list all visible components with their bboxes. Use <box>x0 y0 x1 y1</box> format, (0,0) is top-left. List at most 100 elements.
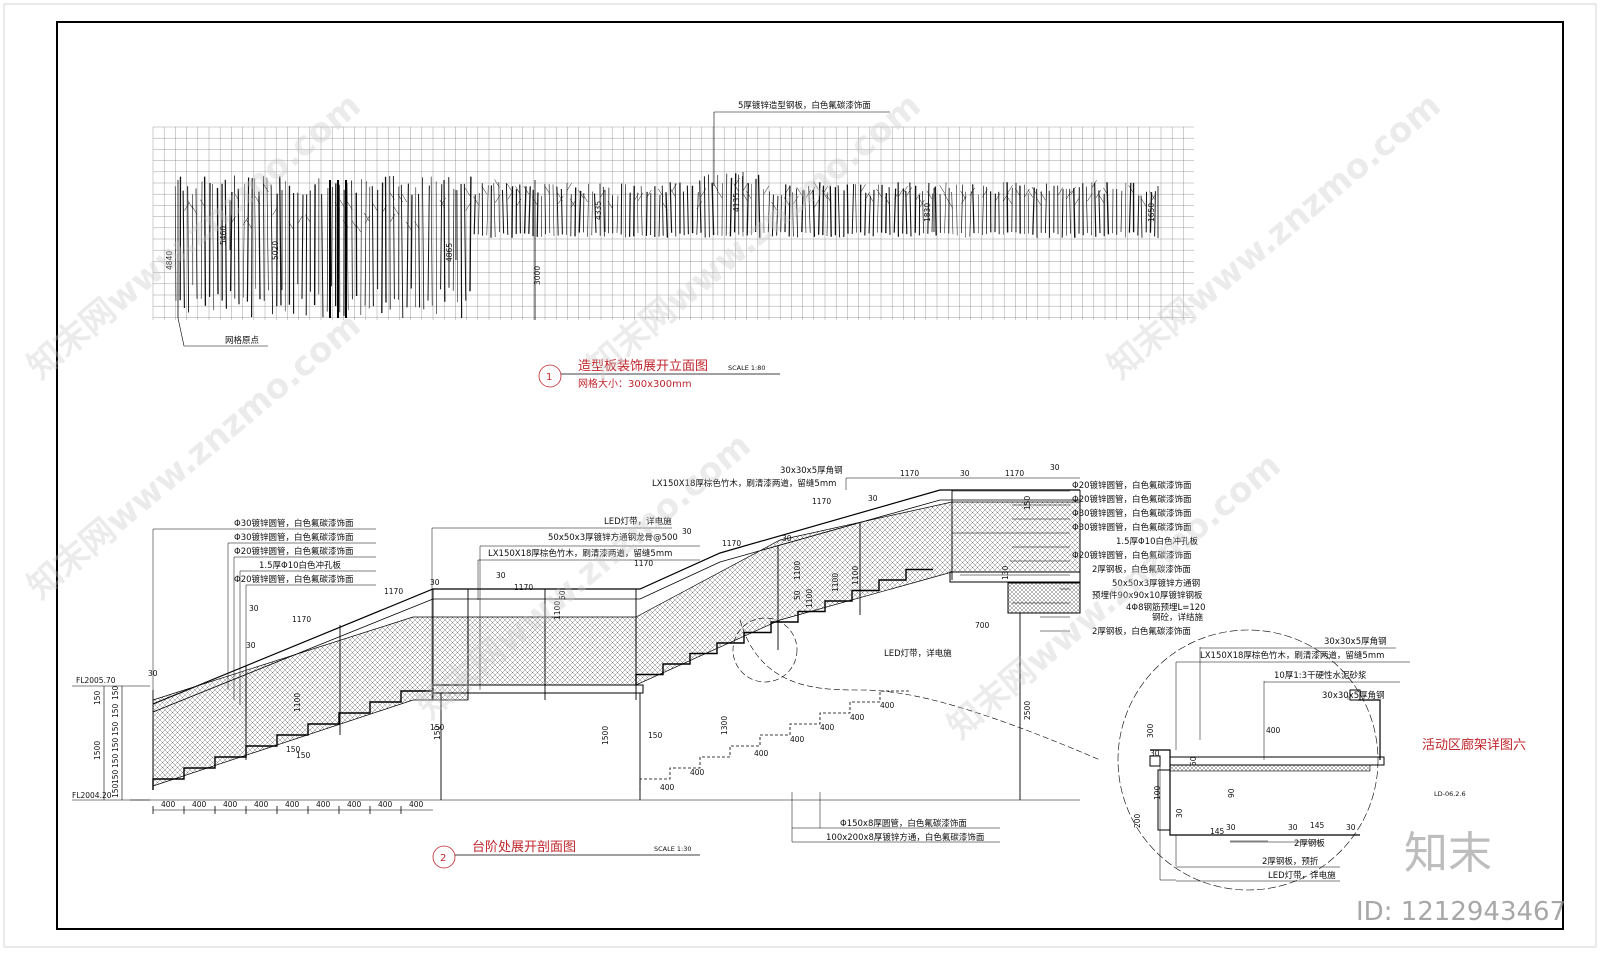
bottom-dim-label: 400 <box>223 800 238 809</box>
detail-dim-label: 400 <box>1266 726 1281 735</box>
elev-dim-9: 1650 <box>1147 203 1156 222</box>
bottom-dim-label: 400 <box>378 800 393 809</box>
left-vdim-label: 150 <box>111 721 120 736</box>
detail-dim-label: 145 <box>1310 821 1325 830</box>
elev-dim-5: 3000 <box>533 266 542 285</box>
drawing-2-title: 台阶处展开剖面图 <box>472 840 576 855</box>
brand-logo: 知末 <box>1404 828 1492 879</box>
left-vdim-label: 150 <box>93 690 102 705</box>
misc-dim-label: 1100 <box>793 561 802 580</box>
bottom-dim-label: 400 <box>254 800 269 809</box>
misc-dim-label: 150 <box>648 731 663 740</box>
elev-dim-3: 5020 <box>271 241 280 260</box>
detail-label-2: LX150X18厚棕色竹木，刷清漆两道，留缝5mm <box>1200 650 1384 661</box>
label-right-1: Φ20镀锌圆管，白色氟碳漆饰面 <box>1072 480 1192 491</box>
detail-mortar <box>1170 765 1370 771</box>
left-vdim-label: 150 <box>111 769 120 784</box>
misc-dim-label: 400 <box>880 701 895 710</box>
label-led-strip: LED灯带，详电施 <box>884 648 952 659</box>
elev-dim-7: 4135 <box>732 193 741 212</box>
detail-deck <box>1170 757 1384 765</box>
drawing-2-number: 2 <box>440 853 446 864</box>
label-bottom-2: 100x200x8厚镀锌方通，白色氟碳漆饰面 <box>826 832 985 843</box>
grid-origin-label: 网格原点 <box>225 335 260 346</box>
misc-dim-label: 30 <box>682 527 692 536</box>
bottom-dim-label: 400 <box>409 800 424 809</box>
misc-dim-label: 1170 <box>812 497 831 506</box>
misc-dim-label: 1170 <box>900 469 919 478</box>
misc-dim-label: 1170 <box>1005 469 1024 478</box>
misc-dim-label: 1170 <box>292 615 311 624</box>
label-right-2: Φ20镀锌圆管，白色氟碳漆饰面 <box>1072 494 1192 505</box>
detail-label-1: 30x30x5厚角钢 <box>1324 636 1387 647</box>
misc-dim-label: 30 <box>496 571 506 580</box>
detail-dim-label: 100 <box>1153 785 1162 800</box>
detail-dim-label: 30 <box>1226 823 1236 832</box>
left-vdim-label: 150 <box>111 703 120 718</box>
label-right-11: 钢砼，详结施 <box>1152 612 1204 623</box>
detail-dim-label: 145 <box>1210 827 1225 836</box>
watermark: 知末网www.znzmo.com <box>1100 85 1449 387</box>
steel-panel-label: 5厚镀锌造型钢板，白色氟碳漆饰面 <box>738 100 871 111</box>
upper-slab <box>950 572 1080 582</box>
misc-dim-label: 30 <box>782 534 792 543</box>
bottom-dim-label: 400 <box>161 800 176 809</box>
brand-id: ID: 1212943467 <box>1356 897 1566 927</box>
misc-dim-label: 30 <box>960 469 970 478</box>
label-top-angle: 30x30x5厚角钢 <box>780 465 843 476</box>
misc-dim-label: 1100 <box>851 566 860 585</box>
elev-dim-6: 4335 <box>594 201 603 220</box>
bottom-dim-chain: 400 400 400 400 400 400 400 400 400 <box>153 800 424 814</box>
left-vdim-label: 1500 <box>93 741 102 760</box>
label-right-3: Φ30镀锌圆管，白色氟碳漆饰面 <box>1072 508 1192 519</box>
detail-label-6: 2厚钢板，预折 <box>1262 856 1319 867</box>
watermark: 知末网www.znzmo.com <box>580 85 929 387</box>
detail-ref: LD-06.2.6 <box>1434 790 1466 798</box>
detail-angle-2 <box>1358 700 1380 760</box>
misc-dim-label: 130 <box>1001 565 1010 580</box>
stair-steps-dashed <box>640 691 910 790</box>
misc-dim-label: 150 <box>286 745 301 754</box>
detail-angle-1 <box>1150 750 1360 835</box>
drawing-1-grid-note: 网格大小：300x300mm <box>578 377 692 390</box>
drawing-1-number: 1 <box>546 372 552 383</box>
misc-dim-label: 1100 <box>831 573 840 592</box>
bottom-dim-label: 400 <box>347 800 362 809</box>
misc-dim-label: 1500 <box>601 726 610 745</box>
detail-dim-label: 200 <box>1133 813 1142 828</box>
misc-dim-label: 30 <box>868 494 878 503</box>
bottom-dim-label: 400 <box>192 800 207 809</box>
left-vdim-label: 150 <box>111 685 120 700</box>
detail-dim-label: 90 <box>1227 788 1236 798</box>
detail-dim-label: 50 <box>1189 756 1198 766</box>
left-vdim-label: 150 <box>111 753 120 768</box>
label-left-3: Φ20镀锌圆管，白色氟碳漆饰面 <box>234 546 354 557</box>
misc-dim-label: 1300 <box>720 716 729 735</box>
detail-title: 活动区廊架详图六 <box>1422 737 1526 753</box>
elev-dim-4: 4865 <box>445 243 454 262</box>
label-bottom-1: Φ150x8厚圆管，白色氟碳漆饰面 <box>840 818 967 829</box>
label-left-4: 1.5厚Φ10白色冲孔板 <box>259 560 342 571</box>
misc-dim-label: 30 <box>430 578 440 587</box>
label-left-2: Φ30镀锌圆管，白色氟碳漆饰面 <box>234 532 354 543</box>
elev-dim-8: 1830 <box>923 203 932 222</box>
misc-dim-label: 400 <box>850 713 865 722</box>
level-upper: FL2005.70 <box>76 676 116 685</box>
bottom-dim-label: 400 <box>285 800 300 809</box>
drawing-2-scale: SCALE 1:30 <box>654 845 692 853</box>
misc-dim-label: 400 <box>820 723 835 732</box>
misc-dim-label: 30 <box>249 604 259 613</box>
misc-dim-label: 1170 <box>722 539 741 548</box>
misc-dim-label: 1100 <box>805 589 814 608</box>
drawing-1-scale: SCALE 1:80 <box>728 364 766 372</box>
misc-dim-label: 50 <box>793 590 802 600</box>
detail-label-7: LED灯带，详电施 <box>1268 870 1336 881</box>
bottom-dim-label: 400 <box>316 800 331 809</box>
label-left-5: Φ20镀锌圆管，白色氟碳漆饰面 <box>234 574 354 585</box>
left-vdim-label: 150 <box>111 737 120 752</box>
misc-dim-label: 1170 <box>514 583 533 592</box>
